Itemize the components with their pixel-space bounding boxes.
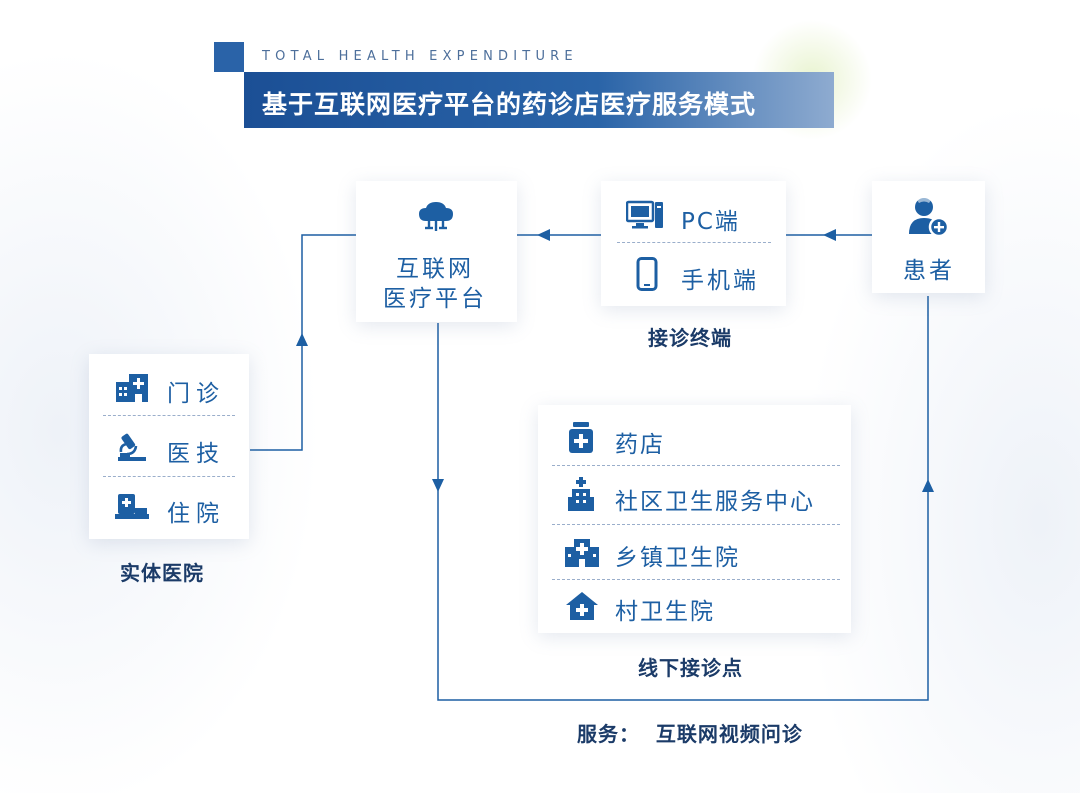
terminal-pc-label: PC端	[681, 209, 740, 235]
patient-add-icon	[909, 197, 950, 238]
offline-item-township: 乡镇卫生院	[615, 545, 740, 571]
hospital-item-outpatient: 门诊	[167, 381, 225, 407]
home-cross-icon	[566, 592, 598, 620]
service-label: 服务： 互联网视频问诊	[577, 722, 803, 746]
header-title-bar	[244, 72, 834, 128]
hospital-item-medtech: 医技	[167, 441, 225, 467]
patient-label: 患者	[903, 258, 955, 284]
offline-item-community: 社区卫生服务中心	[615, 489, 815, 515]
hospital-divider-2	[103, 476, 235, 477]
arrow-up-patient	[922, 479, 934, 492]
platform-label-line2: 医疗平台	[383, 286, 487, 312]
hospital-caption: 实体医院	[120, 561, 204, 585]
clinic-cross-icon	[565, 539, 599, 567]
terminals-card: PC端 手机端	[601, 181, 786, 306]
header-accent-square	[214, 42, 244, 72]
medicine-bottle-icon	[569, 422, 593, 453]
offline-divider-3	[552, 579, 840, 580]
patient-card: 患者	[872, 181, 985, 293]
terminal-divider	[617, 242, 771, 243]
platform-label-line1: 互联网	[396, 256, 474, 282]
offline-card: 药店 社区卫生服务中心 乡镇卫生院 村卫生院	[538, 405, 851, 633]
terminal-mobile-label: 手机端	[681, 268, 759, 294]
terminals-caption: 接诊终端	[648, 326, 732, 350]
hospital-bed-icon	[115, 494, 149, 519]
desktop-pc-icon	[626, 200, 663, 229]
page-title: 基于互联网医疗平台的药诊店医疗服务模式	[262, 90, 757, 119]
arrow-up-hospital	[296, 333, 308, 346]
hospital-item-inpatient: 住院	[167, 501, 225, 527]
hospital-card: 门诊 医技 住院	[89, 354, 249, 539]
arrow-down-offline	[432, 479, 444, 492]
arrow-left-platform	[537, 229, 550, 241]
hospital-divider-1	[103, 415, 235, 416]
offline-divider-2	[552, 524, 840, 525]
offline-divider-1	[552, 465, 840, 466]
smartphone-icon	[636, 257, 658, 291]
community-center-icon	[568, 477, 594, 511]
connector-platform-offline-patient	[437, 296, 929, 701]
platform-card: 互联网 医疗平台	[356, 181, 517, 322]
hospital-building-icon	[116, 374, 148, 402]
microscope-icon	[118, 433, 146, 461]
offline-caption: 线下接诊点	[638, 656, 743, 680]
offline-item-village: 村卫生院	[615, 599, 715, 625]
arrow-left-terminal	[823, 229, 836, 241]
cloud-network-icon	[419, 202, 453, 231]
header-subtitle: TOTAL HEALTH EXPENDITURE	[262, 49, 578, 64]
offline-item-pharmacy: 药店	[615, 432, 665, 458]
